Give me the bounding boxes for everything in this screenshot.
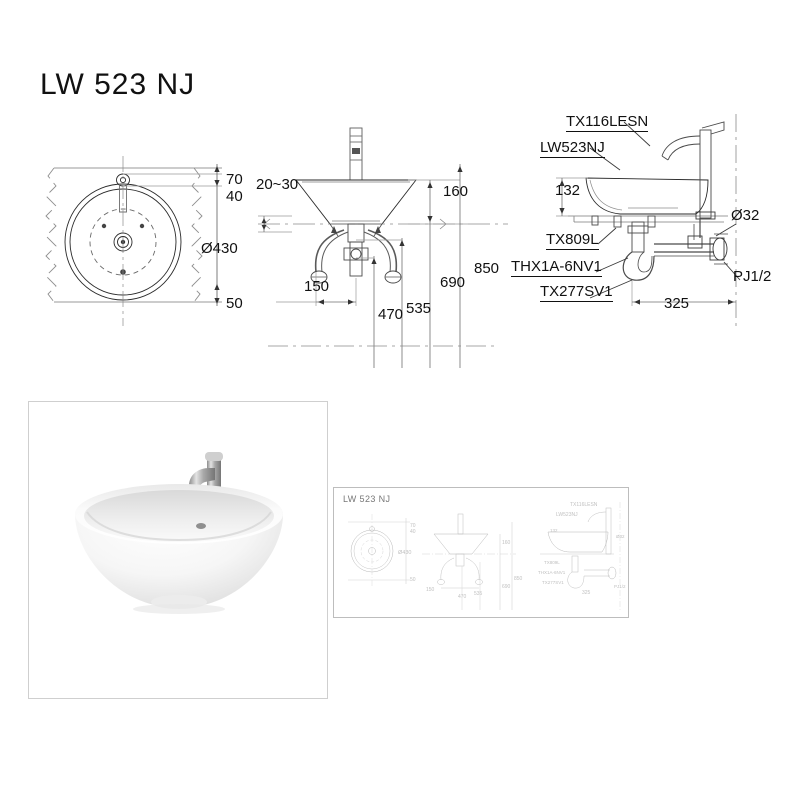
- product-photo-panel: [28, 401, 328, 699]
- dim-160: 160: [443, 183, 469, 200]
- dim-70: 70: [226, 171, 243, 188]
- thumbnail-drawing: 70 40 Ø430 50 150 160 690 850 470 535: [334, 488, 628, 617]
- svg-text:70: 70: [410, 523, 416, 529]
- svg-text:TX809L: TX809L: [544, 560, 560, 565]
- dim-325: 325: [664, 295, 690, 312]
- dim-690: 690: [440, 274, 466, 291]
- svg-text:160: 160: [502, 540, 511, 546]
- dim-50: 50: [226, 295, 243, 312]
- svg-text:132: 132: [550, 528, 558, 533]
- product-photo: [29, 402, 327, 698]
- svg-text:535: 535: [474, 591, 483, 597]
- dim-470: 470: [378, 306, 404, 323]
- svg-text:150: 150: [426, 587, 435, 593]
- svg-text:470: 470: [458, 594, 467, 600]
- thumbnail-title: LW 523 NJ: [343, 494, 391, 504]
- dim-pj-half: PJ1/2: [733, 268, 772, 285]
- dim-diameter-430: Ø430: [201, 240, 238, 257]
- front-elevation-view: [258, 120, 508, 370]
- callout-faucet: TX116LESN: [566, 113, 649, 132]
- callout-tx277sv1: TX277SV1: [540, 283, 613, 302]
- drawing-thumbnail-panel: LW 523 NJ 70 40 Ø430 50: [333, 487, 629, 618]
- svg-text:Ø32: Ø32: [616, 534, 625, 539]
- svg-text:50: 50: [410, 577, 416, 583]
- dim-535: 535: [406, 300, 432, 317]
- page-title: LW 523 NJ: [40, 68, 196, 101]
- svg-text:LW523NJ: LW523NJ: [556, 512, 578, 518]
- svg-text:TX116LESN: TX116LESN: [570, 502, 598, 508]
- callout-basin: LW523NJ: [540, 139, 605, 158]
- dim-150: 150: [304, 278, 330, 295]
- dim-132: 132: [555, 182, 581, 199]
- plan-view: [26, 150, 276, 350]
- side-section-view: [528, 112, 800, 332]
- callout-tx809l: TX809L: [546, 231, 599, 250]
- dim-diameter-32: Ø32: [731, 207, 760, 224]
- svg-text:325: 325: [582, 590, 591, 596]
- svg-text:TX277SV1: TX277SV1: [542, 580, 564, 585]
- svg-text:850: 850: [514, 576, 523, 582]
- svg-text:THX1A-6NV1: THX1A-6NV1: [538, 570, 566, 575]
- dim-20-30: 20~30: [256, 176, 299, 193]
- svg-text:Ø430: Ø430: [398, 550, 411, 556]
- svg-text:690: 690: [502, 584, 511, 590]
- dim-40: 40: [226, 188, 243, 205]
- callout-thx1a: THX1A-6NV1: [511, 258, 602, 277]
- svg-text:PJ1/2: PJ1/2: [614, 584, 626, 589]
- dim-850: 850: [474, 260, 500, 277]
- svg-text:40: 40: [410, 529, 416, 535]
